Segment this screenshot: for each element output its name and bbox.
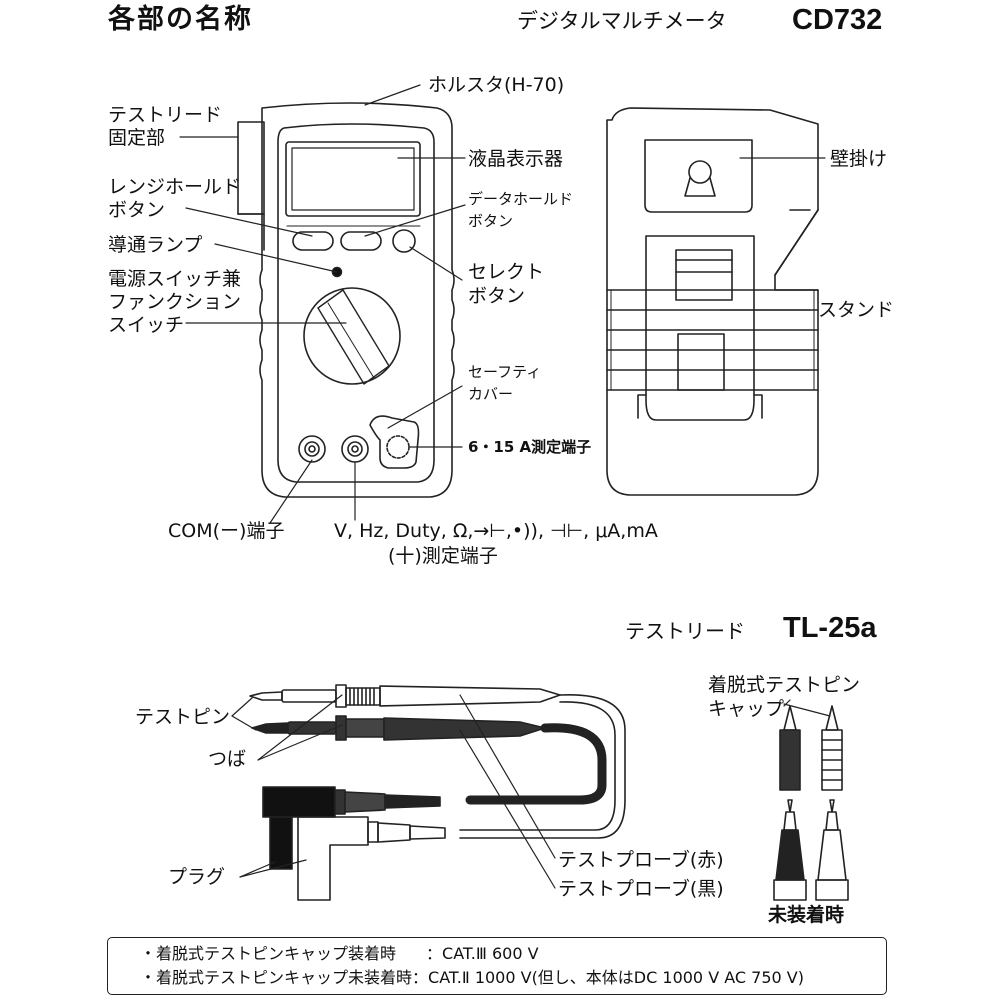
spec-value: ：CAT.Ⅲ 600 V	[426, 944, 539, 963]
meter-front-illustration	[237, 102, 455, 498]
label-15a-terminal: 6・15 A測定端子	[468, 438, 592, 456]
page-title: 各部の名称	[108, 4, 253, 35]
label-power-switch-3: スイッチ	[108, 314, 185, 336]
label-power-switch: 電源スイッチ兼	[108, 268, 242, 290]
label-continuity-lamp: 導通ランプ	[108, 234, 203, 256]
lead-section-name: テストリード	[625, 619, 745, 643]
label-stand: スタンド	[818, 299, 895, 321]
label-range-hold-2: ボタン	[108, 199, 166, 221]
spec-label: ・着脱式テストピンキャップ未装着時	[140, 968, 413, 987]
label-safety-cover: セーフティ	[468, 363, 542, 381]
label-com-terminal: COM(ー)端子	[168, 520, 285, 542]
label-plus-terminal: V, Hz, Duty, Ω,→⊢,•)), ⊣⊢, μA,mA	[334, 520, 658, 542]
label-lead-holder-2: 固定部	[108, 127, 166, 149]
label-test-pin: テストピン	[135, 706, 231, 728]
label-select-button-2: ボタン	[468, 285, 526, 307]
label-cap-2: キャップ	[708, 698, 785, 720]
label-plus-terminal-2: (十)測定端子	[388, 545, 498, 567]
lead-model-number: TL-25a	[783, 612, 877, 644]
label-probe-black: テストプローブ(黒)	[558, 878, 724, 900]
leader-lines	[179, 84, 831, 889]
spec-box	[107, 937, 887, 995]
label-holster: ホルスタ(H-70)	[428, 74, 565, 96]
meter-back-illustration	[606, 107, 819, 496]
label-cap: 着脱式テストピン	[708, 674, 861, 696]
label-guard: つば	[208, 748, 247, 770]
spec-label: ・着脱式テストピンキャップ装着時	[140, 944, 397, 963]
label-data-hold-2: ボタン	[468, 212, 514, 230]
label-power-switch-2: ファンクション	[108, 291, 242, 313]
model-number: CD732	[792, 4, 883, 36]
label-safety-cover-2: カバー	[468, 385, 514, 403]
spec-row: ・着脱式テストピンキャップ未装着時：CAT.Ⅱ 1000 V(但し、本体はDC …	[140, 968, 804, 988]
product-name: デジタルマルチメータ	[517, 9, 727, 33]
label-data-hold: データホールド	[468, 190, 574, 208]
label-range-hold: レンジホールド	[108, 176, 242, 198]
label-select-button: セレクト	[468, 261, 545, 283]
test-lead-illustration	[249, 684, 849, 901]
label-wall-hook: 壁掛け	[830, 148, 888, 170]
label-plug: プラグ	[168, 866, 226, 888]
label-lead-holder: テストリード	[108, 104, 223, 126]
spec-value: ：CAT.Ⅱ 1000 V(但し、本体はDC 1000 V AC 750 V)	[412, 968, 804, 987]
spec-row: ・着脱式テストピンキャップ装着時 ：CAT.Ⅲ 600 V	[140, 944, 539, 964]
label-no-cap: 未装着時	[768, 904, 845, 926]
label-probe-red: テストプローブ(赤)	[558, 849, 724, 871]
label-lcd: 液晶表示器	[468, 148, 564, 170]
